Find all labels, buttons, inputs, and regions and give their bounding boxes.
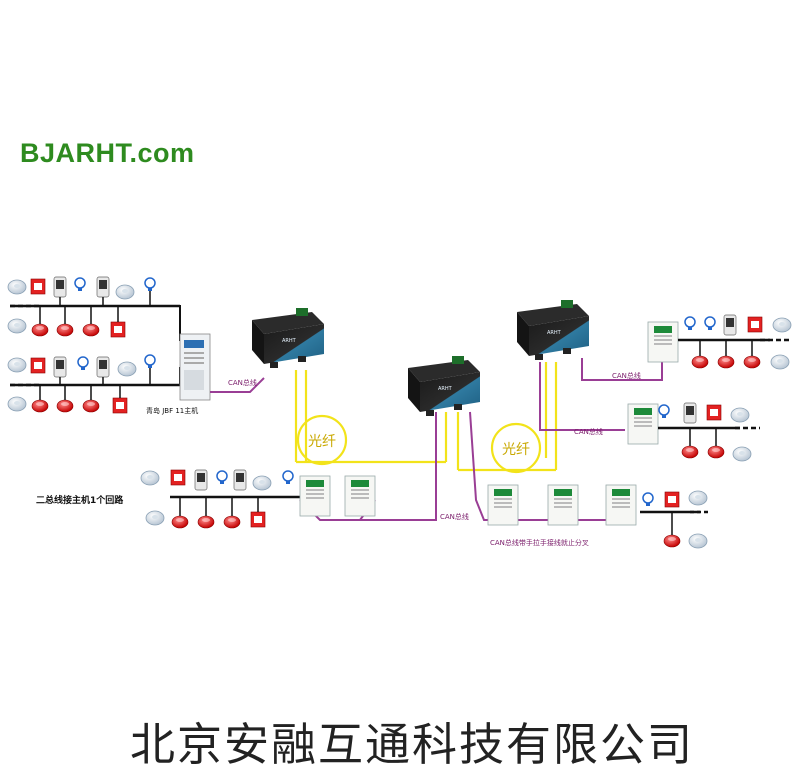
fiber-links (294, 362, 558, 474)
host-model-label: 青岛 JBF 11主机 (146, 407, 199, 415)
fiber-label-right: 光纤 (502, 442, 530, 458)
right-mid-device-cluster (627, 402, 760, 462)
host-controller-icon (179, 333, 211, 401)
loop-label: 二总线接主机1个回路 (36, 496, 124, 506)
can-bus-label-right: CAN总线 (612, 372, 641, 380)
can-bus-label-middle: CAN总线 (574, 428, 603, 436)
can-bus-daisy-chain-label: CAN总线带手拉手接线就止分叉 (490, 539, 589, 547)
brand-logo-text: BJARHT.com (20, 138, 195, 168)
can-bus-label-lower: CAN总线 (440, 513, 469, 521)
left-device-cluster (7, 276, 211, 414)
fiber-label-left: 光纤 (308, 434, 336, 450)
company-name-footer: 北京安融互通科技有限公司 (130, 718, 695, 771)
bottom-right-device-cluster (640, 490, 710, 549)
right-top-device-cluster (647, 314, 792, 370)
can-bus-label-top: CAN总线 (228, 379, 257, 387)
bottom-left-device-cluster (140, 469, 376, 529)
